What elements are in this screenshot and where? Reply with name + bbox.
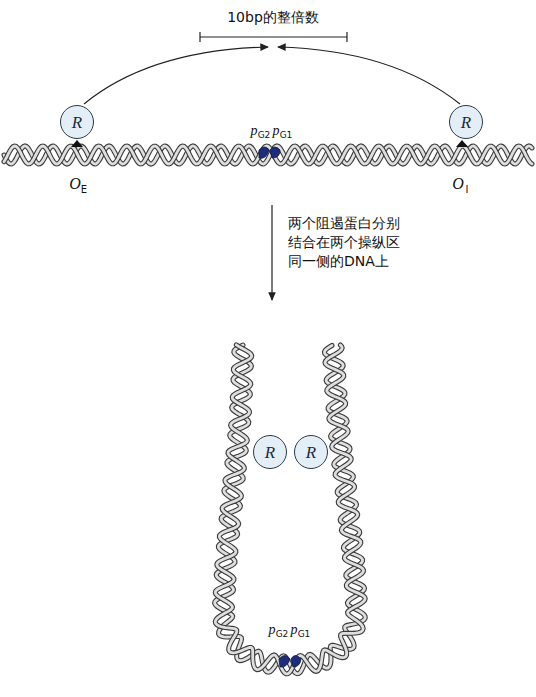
site-label: p bbox=[269, 623, 276, 637]
site-label: I bbox=[466, 185, 469, 195]
repressor-label: R bbox=[265, 444, 275, 461]
operator-marks bbox=[71, 140, 468, 147]
repressor-label: R bbox=[461, 114, 471, 131]
span-bracket bbox=[200, 32, 347, 42]
site-label: O bbox=[452, 176, 464, 192]
helix-strand-outline bbox=[4, 146, 532, 164]
helix-strand-outline bbox=[215, 345, 366, 674]
repressor-circle: R bbox=[449, 105, 483, 139]
repressor-label: R bbox=[306, 444, 316, 461]
repressor-circle: R bbox=[253, 435, 287, 469]
site-label: G2 bbox=[276, 630, 289, 639]
site-label: O bbox=[69, 176, 81, 192]
step-note: 两个阻遏蛋白分别结合在两个操纵区同一侧的DNA上 bbox=[288, 214, 408, 271]
site-label: G1 bbox=[298, 630, 311, 639]
helix-strand bbox=[215, 345, 366, 674]
repressor-circle: R bbox=[60, 105, 94, 139]
site-label: G1 bbox=[280, 131, 293, 140]
helix-strand bbox=[215, 345, 365, 674]
site-label: p bbox=[291, 623, 298, 637]
site-label: E bbox=[81, 185, 87, 195]
repressor-label: R bbox=[72, 114, 82, 131]
span-label: 10bp的整倍数 bbox=[227, 10, 319, 24]
site-label: G2 bbox=[258, 131, 271, 140]
dna-helix bbox=[4, 146, 532, 674]
site-label: p bbox=[273, 124, 280, 138]
helix-strand bbox=[4, 146, 532, 164]
down-arrow bbox=[271, 205, 272, 300]
helix-strand bbox=[4, 146, 532, 164]
site-label: p bbox=[251, 124, 258, 138]
helix-strand-outline bbox=[215, 345, 365, 674]
repressor-circle: R bbox=[294, 435, 328, 469]
helix-strand-outline bbox=[4, 146, 532, 164]
curved-arrows bbox=[84, 47, 460, 104]
